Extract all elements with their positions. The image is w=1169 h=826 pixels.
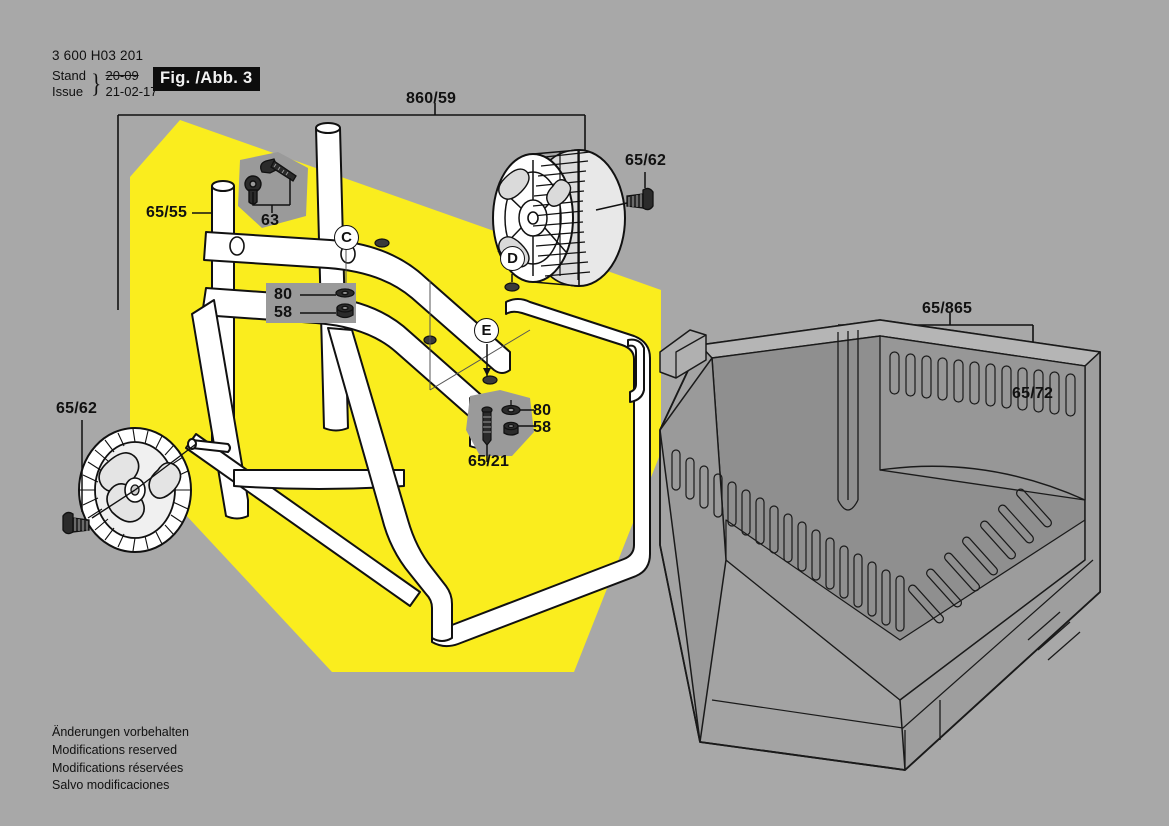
callout-wheel-screw-right: 65/62 [625, 152, 667, 169]
figure-badge: Fig. /Abb. 3 [153, 67, 260, 91]
callout-wheel-screw-left: 65/62 [56, 400, 98, 417]
callout-washer-upper: 80 [274, 286, 293, 303]
marker-d: D [500, 246, 525, 271]
revision-block: Stand Issue } 20-09 21-02-17 [52, 68, 158, 101]
callout-nut-upper: 58 [274, 304, 293, 321]
footer-line-es: Salvo modificaciones [52, 778, 170, 793]
revision-labels: Stand Issue [52, 68, 86, 101]
footer-block: Änderungen vorbehalten Modifications res… [52, 724, 189, 795]
grassbox-vents-rear [889, 351, 1076, 417]
wheel-left [78, 427, 197, 553]
grassbox-vents-front [671, 449, 905, 632]
marker-e: E [474, 318, 499, 343]
grassbox-vents-right [908, 488, 1052, 624]
marker-c: C [334, 225, 359, 250]
callout-grassbox: 65/865 [922, 300, 973, 317]
part-number: 3 600 H03 201 [52, 48, 144, 63]
date-superseded: 20-09 [105, 67, 139, 83]
inset-80-58-upper [266, 283, 356, 323]
callout-grommet-screw: 63 [261, 212, 280, 229]
brace-glyph: } [91, 68, 102, 98]
callout-grassbox-pin: 65/72 [1012, 385, 1054, 402]
issue-label: Issue [52, 84, 84, 100]
leader-wheel-screw-right [595, 172, 646, 211]
footer-line-de: Änderungen vorbehalten [52, 725, 189, 739]
grassbox-ribs [904, 611, 1081, 770]
callout-upper-tube: 65/55 [146, 204, 188, 221]
callout-frame-assembly: 860/59 [406, 90, 457, 107]
footer-line-en: Modifications reserved [52, 742, 178, 757]
footer-line-fr: Modifications réservées [52, 760, 184, 775]
revision-dates: 20-09 21-02-17 [105, 68, 157, 101]
wheel-screw-left [62, 511, 90, 535]
stand-label: Stand [52, 67, 86, 83]
marker-arrowheads [483, 368, 491, 376]
header-block: 3 600 H03 201 Stand Issue } 20-09 21-02-… [52, 48, 158, 100]
date-current: 21-02-17 [105, 84, 158, 100]
wheel-screw-right [626, 187, 654, 211]
callout-nut-lower: 58 [533, 419, 552, 436]
inset-65-21 [466, 390, 534, 462]
grass-box [659, 319, 1101, 771]
callout-bolt-lower: 65/21 [468, 453, 510, 470]
inset-63 [238, 152, 308, 228]
callout-washer-lower: 80 [533, 402, 552, 419]
